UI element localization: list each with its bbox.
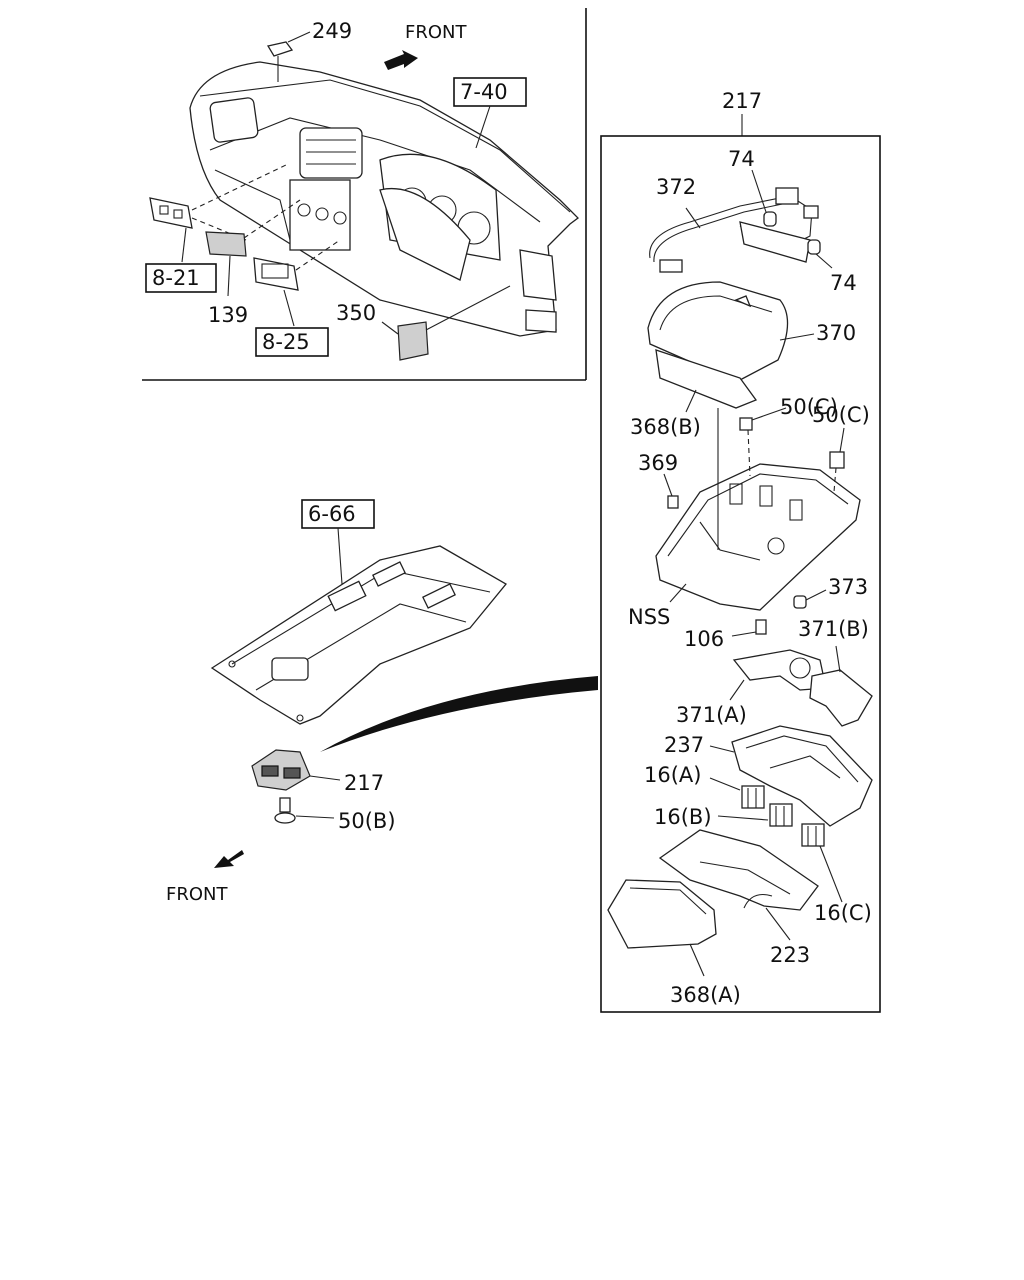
part-16b: 16(B): [654, 803, 793, 829]
label-370: 370: [816, 321, 856, 345]
label-372: 372: [656, 175, 696, 199]
part-217-small: 217: [251, 749, 384, 795]
front-label-bottom: FRONT: [166, 884, 228, 905]
part-350: 350: [336, 285, 511, 361]
label-217-title: 217: [722, 89, 762, 113]
leader-band: [320, 676, 598, 752]
headliner-section: 6-66 217 50(B) F: [166, 499, 598, 905]
part-139: 139: [205, 199, 301, 327]
dashboard-section: FRONT: [142, 8, 587, 381]
label-16a: 16(A): [644, 763, 701, 787]
label-368b: 368(B): [630, 415, 701, 439]
part-223: 223: [658, 829, 819, 967]
part-372-harness: 372 74 74: [649, 147, 857, 295]
part-368a: 368(A): [607, 879, 741, 1007]
label-8-21: 8-21: [152, 266, 200, 290]
part-371a: 371(A): [676, 649, 827, 727]
front-label-top: FRONT: [405, 22, 467, 43]
dashboard-body: [189, 61, 579, 337]
label-237: 237: [664, 733, 704, 757]
label-373: 373: [828, 575, 868, 599]
part-16a: 16(A): [644, 763, 765, 809]
part-371b: 371(B): [798, 617, 873, 727]
part-50b: 50(B): [274, 797, 396, 833]
part-368b: 368(B): [630, 349, 758, 439]
part-50c-2: 50(C): [812, 403, 870, 469]
part-249: 249: [266, 19, 352, 82]
part-nss-housing: NSS: [628, 408, 861, 629]
console-frame: [600, 135, 881, 1013]
label-369: 369: [638, 451, 678, 475]
part-106: 106: [684, 619, 767, 651]
label-8-25: 8-25: [262, 330, 310, 354]
part-50c-1: 50(C): [739, 395, 838, 431]
headliner-panel: [210, 545, 507, 725]
front-arrow-top: FRONT: [384, 22, 467, 70]
label-249: 249: [312, 19, 352, 43]
label-6-66: 6-66: [308, 502, 356, 526]
label-50b: 50(B): [338, 809, 396, 833]
part-16c: 16(C): [801, 823, 872, 925]
label-139: 139: [208, 303, 248, 327]
part-370: 370: [647, 281, 856, 381]
label-217-small: 217: [344, 771, 384, 795]
front-arrow-bottom: FRONT: [166, 850, 244, 905]
console-box: 217 372 74 74 370: [600, 89, 881, 1013]
label-16c: 16(C): [814, 901, 872, 925]
label-350: 350: [336, 301, 376, 325]
label-74-right: 74: [830, 271, 857, 295]
part-369: 369: [638, 451, 679, 509]
part-237: 237: [664, 725, 873, 827]
label-368a: 368(A): [670, 983, 741, 1007]
label-371a: 371(A): [676, 703, 747, 727]
label-7-40: 7-40: [460, 80, 508, 104]
part-8-25: 8-25: [253, 239, 341, 357]
label-50c-2: 50(C): [812, 403, 870, 427]
label-106: 106: [684, 627, 724, 651]
label-371b: 371(B): [798, 617, 869, 641]
part-373: 373: [793, 575, 868, 609]
ref-7-40: 7-40: [453, 77, 527, 149]
label-223: 223: [770, 943, 810, 967]
label-16b: 16(B): [654, 805, 712, 829]
label-50c-1: 50(C): [780, 395, 838, 419]
label-nss: NSS: [628, 605, 670, 629]
label-74-top: 74: [728, 147, 755, 171]
